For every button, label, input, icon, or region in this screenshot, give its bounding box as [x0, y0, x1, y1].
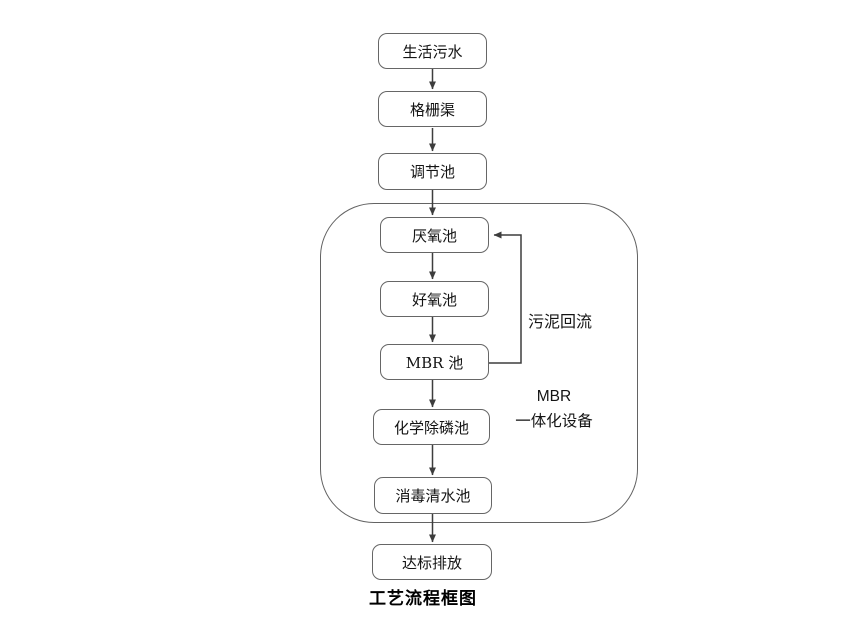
box-anaerobic-tank: 厌氧池	[380, 217, 489, 253]
box-domestic-sewage: 生活污水	[378, 33, 487, 69]
mbr-unit-label-line1: MBR	[536, 388, 572, 405]
box-standard-discharge: 达标排放	[372, 544, 492, 580]
diagram-caption: 工艺流程框图	[369, 589, 477, 608]
mbr-unit-container	[320, 203, 638, 523]
box-regulating-tank: 调节池	[378, 153, 487, 190]
mbr-unit-label: MBR 一体化设备	[498, 384, 610, 434]
box-mbr-tank: MBR 池	[380, 344, 489, 380]
mbr-unit-label-line2: 一体化设备	[515, 413, 593, 430]
box-chemical-phosphorus-removal-tank: 化学除磷池	[373, 409, 490, 445]
box-aerobic-tank: 好氧池	[380, 281, 489, 317]
box-bar-screen-channel: 格栅渠	[378, 91, 487, 127]
sludge-return-label: 污泥回流	[528, 314, 593, 331]
box-disinfection-clean-water-tank: 消毒清水池	[374, 477, 492, 514]
